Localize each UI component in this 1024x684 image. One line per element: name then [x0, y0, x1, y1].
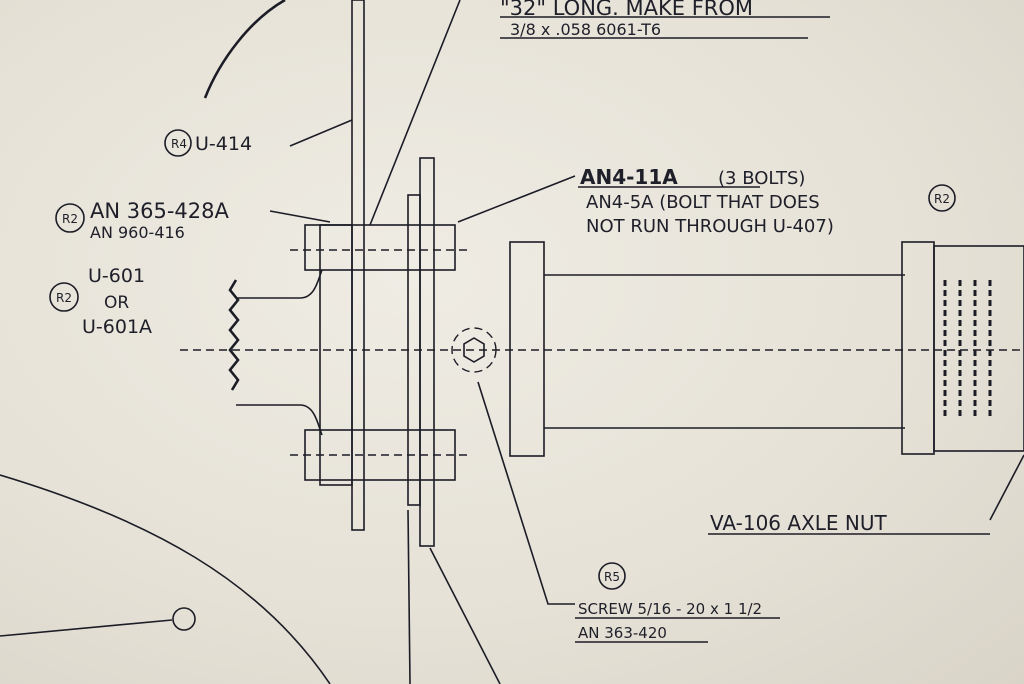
bolt-bottom — [304, 429, 456, 481]
wheel-arc — [0, 474, 331, 684]
revision-circle — [598, 562, 626, 590]
callout-an365: AN 365-428A — [90, 199, 229, 223]
callout-u601a: U-601A — [82, 316, 152, 338]
callout-axle-nut: VA-106 AXLE NUT — [710, 511, 888, 535]
bolt-top — [304, 224, 456, 271]
axle-nut — [901, 241, 935, 455]
callout-3-bolts: (3 BOLTS) — [718, 168, 805, 189]
revision-label: R2 — [62, 212, 78, 226]
callout-not-run-through: NOT RUN THROUGH U-407) — [586, 216, 834, 237]
hex-icon — [463, 337, 485, 363]
callout-an4-11a: AN4-11A — [580, 165, 678, 189]
revision-label: R4 — [171, 137, 187, 151]
revision-label: R2 — [56, 291, 72, 305]
callout-an363: AN 363-420 — [578, 624, 667, 642]
callout-screw: SCREW 5/16 - 20 x 1 1/2 — [578, 600, 762, 618]
callout-an4-5a: AN4-5A (BOLT THAT DOES — [586, 192, 820, 213]
title-note-line2: 3/8 x .058 6061-T6 — [510, 20, 661, 39]
break-line — [228, 279, 240, 391]
screw-head — [451, 327, 497, 373]
flange-left — [319, 224, 353, 486]
revision-circle — [928, 184, 956, 212]
revision-circle — [164, 129, 192, 157]
title-note-line1: "32" LONG. MAKE FROM — [500, 0, 753, 20]
revision-label: R5 — [604, 570, 620, 584]
revision-circle — [49, 282, 79, 312]
callout-u601: U-601 — [88, 265, 145, 287]
revision-label: R2 — [934, 192, 950, 206]
revision-circle — [55, 203, 85, 233]
callout-or: OR — [104, 293, 129, 313]
axle-collar — [509, 241, 545, 457]
flange-right — [419, 157, 435, 547]
center-mark-icon — [172, 607, 196, 631]
cable-line — [203, 0, 286, 99]
callout-an960: AN 960-416 — [90, 223, 185, 242]
plate-u414 — [351, 0, 365, 531]
callout-u414: U-414 — [195, 133, 252, 155]
